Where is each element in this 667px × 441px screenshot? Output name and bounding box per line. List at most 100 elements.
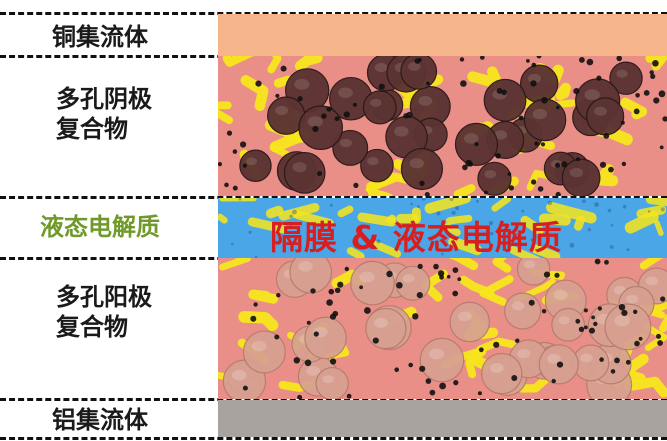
carbon-dot — [594, 258, 601, 265]
cathode-particle — [315, 366, 349, 399]
carbon-dot — [650, 73, 656, 79]
separator-speck — [487, 240, 491, 244]
particle-highlight — [532, 108, 547, 120]
carbon-dot — [346, 393, 352, 399]
separator-speck — [311, 237, 316, 242]
carbon-dot — [561, 161, 568, 168]
anode-particle — [519, 64, 559, 103]
carbon-dot — [554, 272, 560, 278]
cathode-composite-illustration — [218, 258, 667, 399]
carbon-dot — [496, 88, 503, 94]
binder-strand — [476, 337, 516, 354]
separator-speck — [288, 225, 293, 230]
carbon-dot — [394, 367, 399, 372]
cathode-particle — [604, 303, 652, 351]
carbon-dot — [353, 182, 359, 188]
separator-fiber — [445, 214, 473, 225]
carbon-dot — [540, 142, 546, 147]
carbon-dot — [589, 327, 595, 334]
carbon-dot — [531, 62, 537, 68]
separator-overlay-title: 隔膜 & 液态电解质 — [270, 218, 563, 257]
cathode-particle — [395, 265, 431, 301]
particle-highlight — [594, 106, 607, 116]
cathode-particle — [481, 352, 523, 395]
separator-speck — [416, 205, 420, 208]
separator-speck — [436, 211, 441, 216]
carbon-dot — [635, 93, 640, 98]
carbon-dot — [578, 326, 585, 332]
carbon-dot — [419, 365, 426, 372]
cathode-particle — [304, 316, 347, 360]
carbon-dot — [541, 97, 548, 104]
carbon-dot — [275, 93, 280, 98]
separator-speck — [530, 238, 534, 242]
carbon-dot — [417, 263, 423, 269]
carbon-dot — [253, 302, 258, 307]
carbon-dot — [593, 321, 598, 327]
anode-particle — [586, 97, 625, 136]
carbon-dot — [474, 142, 479, 147]
carbon-dot — [528, 299, 535, 306]
particle-highlight — [494, 130, 508, 140]
separator-fiber — [509, 246, 542, 258]
separator-fiber — [337, 205, 354, 218]
particle-highlight — [339, 138, 352, 148]
separator-speck — [594, 202, 599, 207]
separator-fiber — [491, 198, 512, 212]
binder-strand — [639, 258, 663, 270]
carbon-dot — [297, 394, 303, 399]
carbon-dot — [468, 161, 474, 167]
binder-strand — [465, 347, 487, 379]
carbon-dot — [416, 292, 423, 299]
separator-speck — [647, 210, 651, 213]
separator-speck — [421, 198, 426, 201]
binder-strand — [367, 188, 393, 196]
particle-highlight — [484, 170, 497, 179]
carbon-dot — [297, 96, 303, 102]
particle-highlight — [374, 62, 388, 73]
cathode-particle — [449, 301, 490, 343]
carbon-dot — [537, 186, 544, 192]
carbon-dot — [334, 287, 341, 294]
carbon-dot — [326, 106, 332, 112]
label-aluminum-current-collector: 铝集流体 — [52, 406, 148, 434]
carbon-dot — [330, 358, 337, 365]
carbon-dot — [603, 133, 610, 139]
anode-composite-layer — [218, 56, 667, 196]
label-porous-cathode-composite: 多孔阳极 复合物 — [56, 283, 152, 341]
carbon-dot — [478, 347, 484, 353]
separator-fiber — [346, 247, 365, 258]
separator-fiber — [293, 210, 334, 228]
separator-speck — [238, 198, 242, 201]
carbon-dot — [526, 59, 530, 63]
binder-strand — [448, 258, 479, 271]
cathode-composite-layer — [218, 258, 667, 399]
particle-highlight — [524, 260, 536, 269]
separator-speck — [547, 200, 553, 206]
carbon-dot — [480, 56, 485, 60]
carbon-dot — [352, 102, 357, 107]
carbon-dot — [597, 306, 602, 311]
label-copper-current-collector: 铜集流体 — [52, 23, 148, 51]
separator-speck — [569, 242, 575, 248]
carbon-dot — [452, 267, 459, 273]
carbon-dot — [328, 288, 335, 295]
carbon-dot — [583, 308, 588, 313]
separator-speck — [449, 198, 454, 201]
carbon-dot — [604, 259, 609, 265]
carbon-dot — [477, 391, 482, 396]
binder-strand — [219, 258, 251, 271]
divider-bottom — [0, 437, 667, 440]
particle-highlight — [408, 61, 421, 71]
anode-particle — [332, 129, 369, 166]
particle-highlight — [370, 98, 382, 107]
carbon-dot — [484, 190, 488, 195]
carbon-dot — [555, 162, 561, 168]
carbon-dot — [412, 313, 419, 320]
particle-highlight — [359, 271, 375, 283]
carbon-dot — [452, 290, 459, 297]
anode-particle — [360, 148, 394, 183]
carbon-dot — [579, 57, 585, 63]
separator-fiber — [573, 215, 585, 231]
